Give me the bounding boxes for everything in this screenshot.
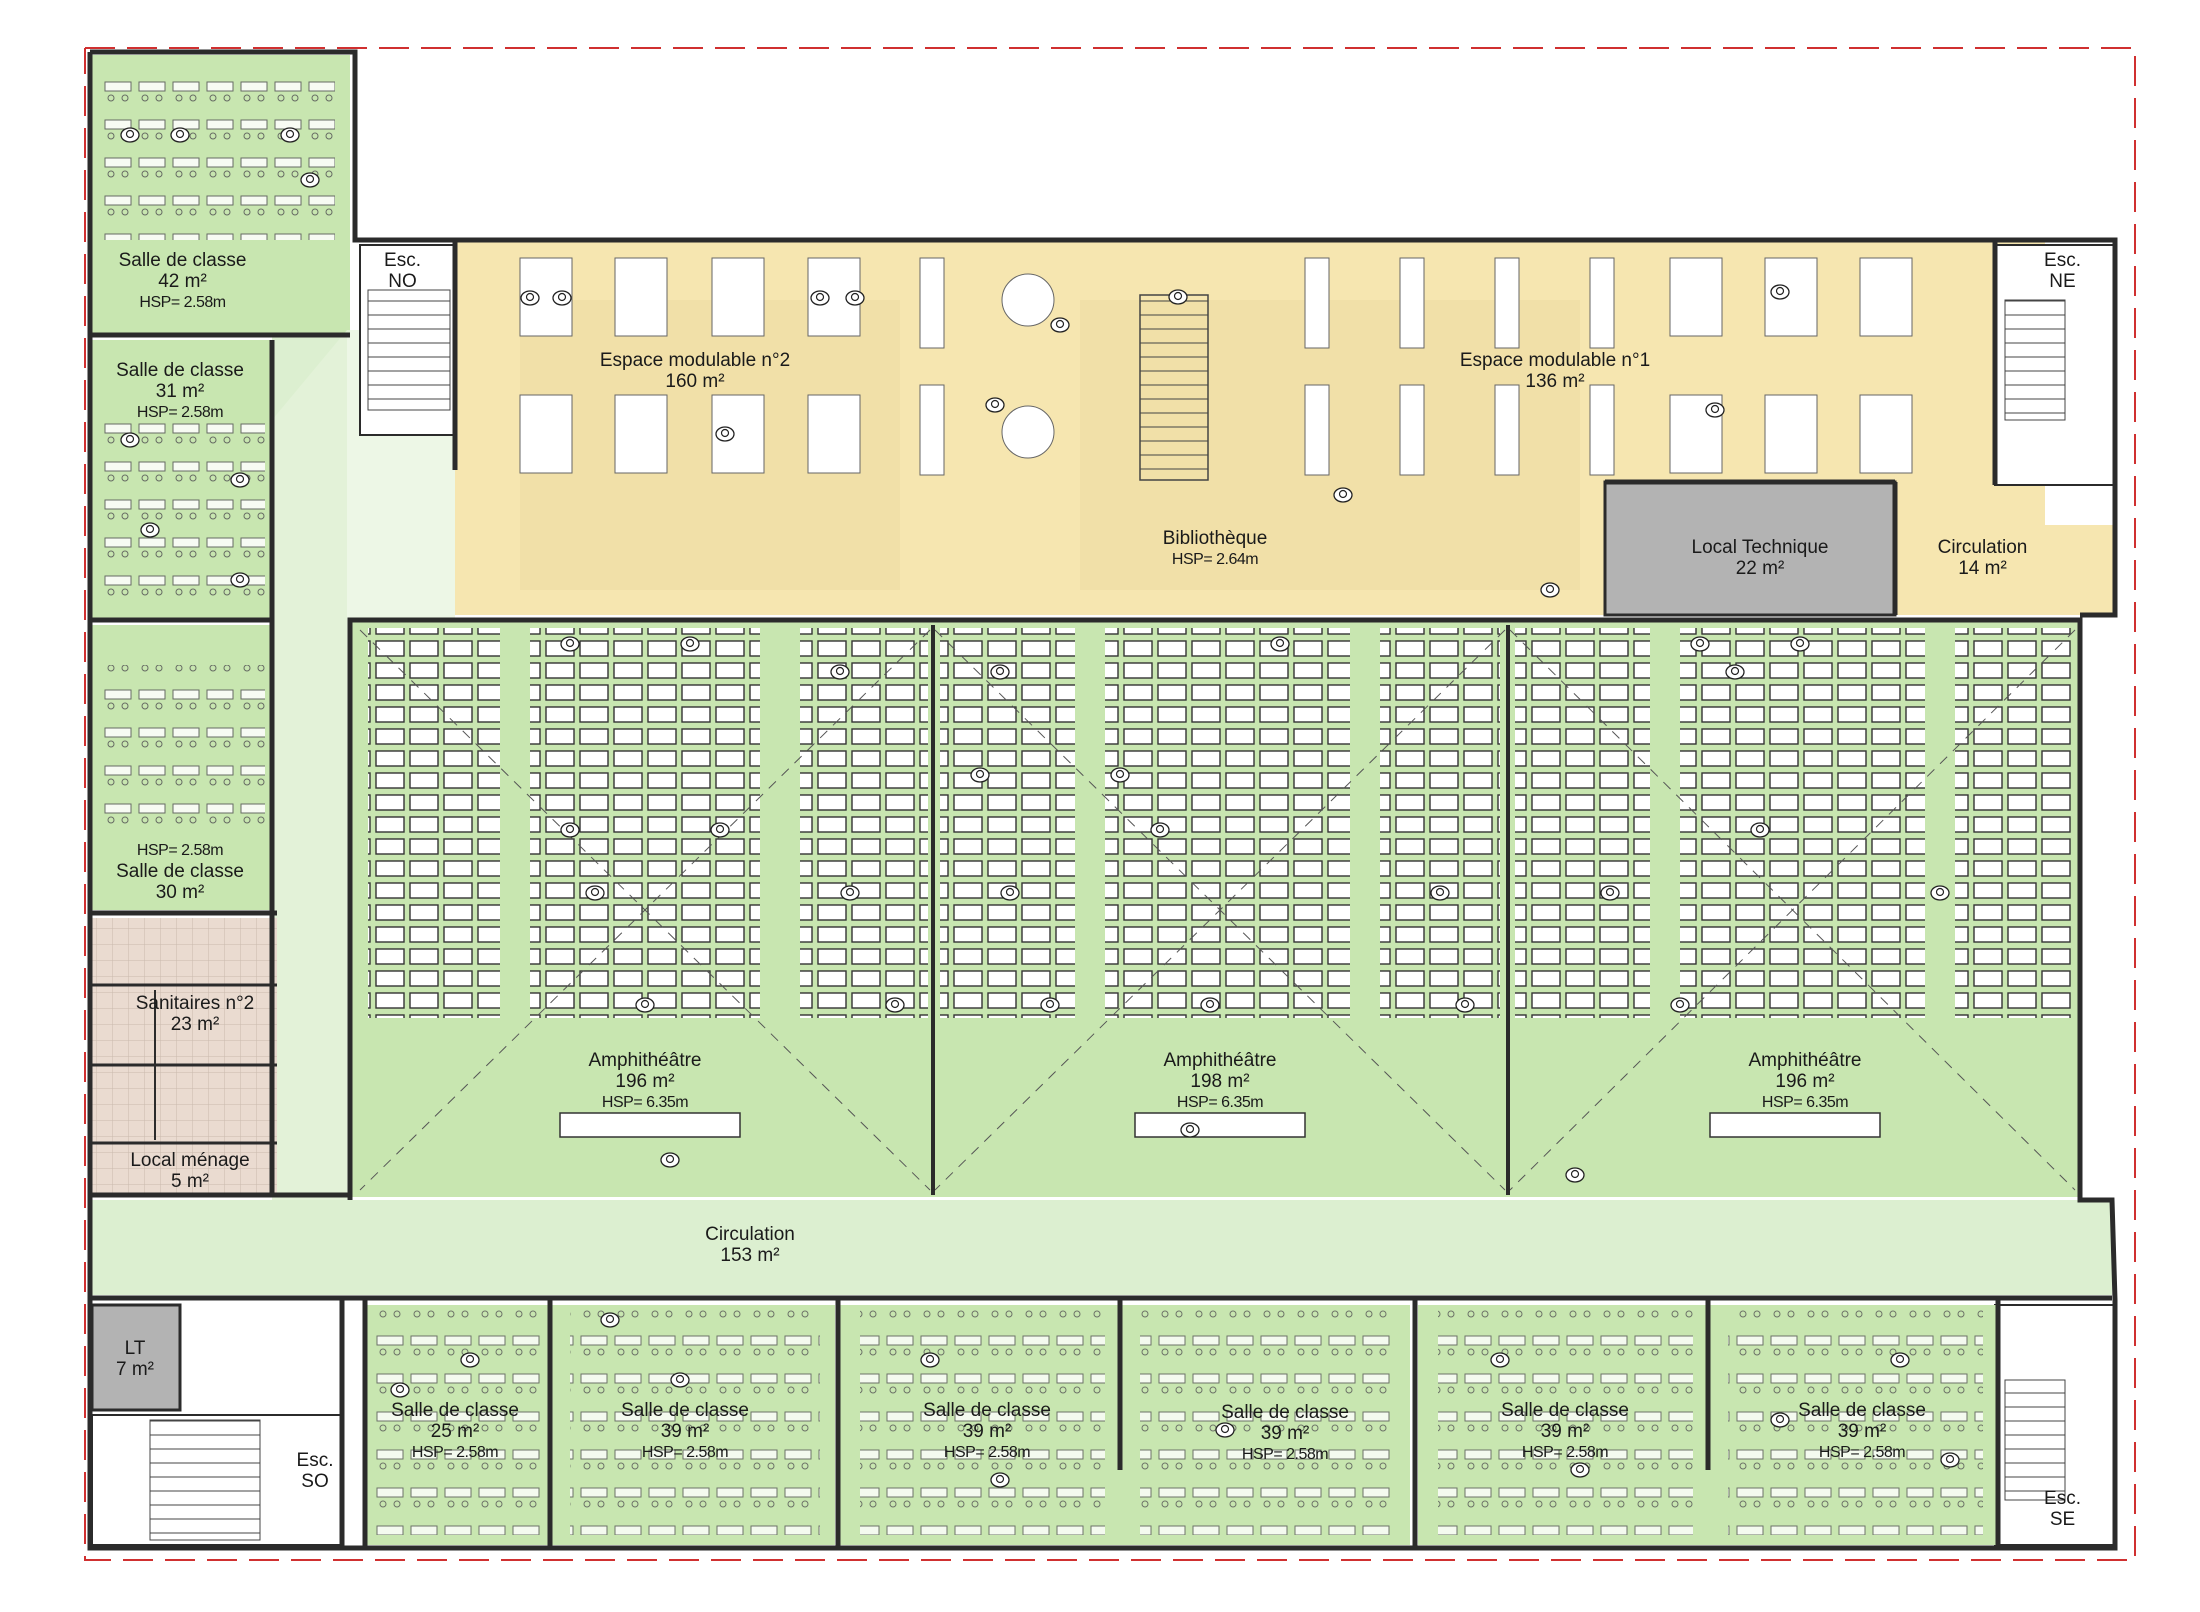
- lt-floor: [90, 1303, 182, 1412]
- amphi-diagonals: [359, 629, 2076, 1191]
- amphi2-desks: [940, 628, 1500, 1018]
- desks-nw3: [100, 665, 265, 835]
- amphi-stages: [559, 1112, 1881, 1138]
- stair-so-icon: [149, 1419, 261, 1541]
- stair-se-icon: [2004, 1379, 2066, 1501]
- stair-ne-icon: [2004, 299, 2066, 421]
- library-desks: [519, 257, 1913, 476]
- stair-no-icon: [367, 289, 451, 411]
- menage-floor: [92, 1143, 277, 1193]
- amphi1-desks: [368, 628, 928, 1018]
- stair-library-icon: [1139, 294, 1209, 481]
- desks-nw1: [100, 70, 335, 240]
- south-classroom-desks: [375, 1310, 1983, 1535]
- round-table-icon: [1001, 273, 1055, 459]
- technical-room-floor: [1603, 480, 1897, 617]
- library-shading: [520, 300, 900, 590]
- site-boundary: [84, 47, 2136, 1561]
- amphi3-desks: [1515, 628, 2075, 1018]
- amphi-aisles: [500, 628, 1955, 1018]
- circulation-main-floor: [92, 1200, 2112, 1295]
- sanitaires-floor: [92, 918, 277, 1143]
- amphi-partitions: [931, 625, 1510, 1195]
- walls: [87, 49, 2118, 1551]
- circulation-ne-floor: [1895, 525, 2115, 615]
